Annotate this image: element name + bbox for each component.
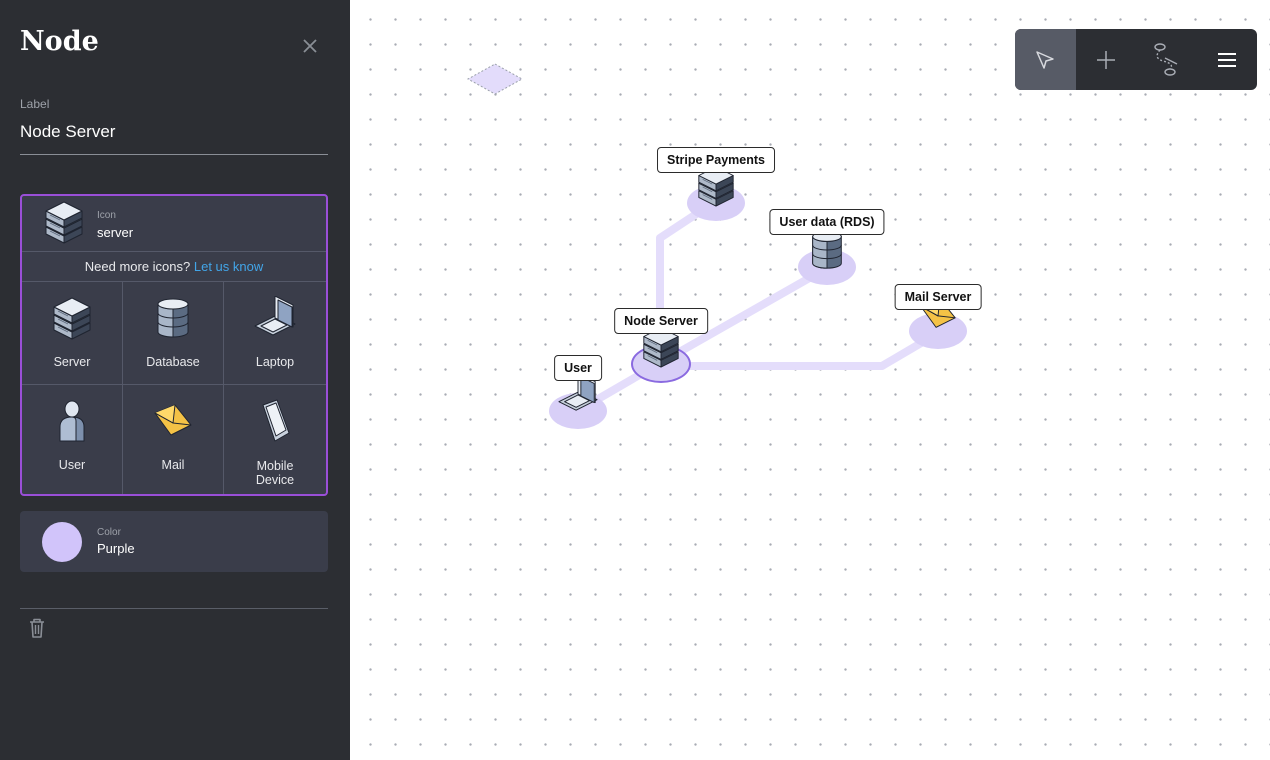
node-inspector-sidebar: Node Label Icon server Need more icons? … xyxy=(0,0,350,760)
hamburger-menu-icon xyxy=(1217,52,1236,67)
icon-value: server xyxy=(97,225,134,240)
icon-option-label: Server xyxy=(53,355,91,369)
icon-option-label: Laptop xyxy=(255,355,295,369)
color-selector[interactable]: Color Purple xyxy=(20,511,328,572)
canvas-toolbar xyxy=(1015,29,1257,90)
color-caption: Color xyxy=(97,527,121,538)
node-label: Mail Server xyxy=(894,284,982,310)
node-label: Stripe Payments xyxy=(657,147,775,173)
divider xyxy=(20,608,328,609)
panel-title: Node xyxy=(20,26,99,57)
edge-layer xyxy=(582,201,937,410)
icon-option-user[interactable]: User xyxy=(22,385,123,494)
label-caption: Label xyxy=(20,97,50,111)
icon-option-label: Database xyxy=(146,355,200,369)
placeholder-node-diamond[interactable] xyxy=(465,62,525,96)
node-label: User data (RDS) xyxy=(769,209,885,235)
color-swatch xyxy=(42,522,82,562)
select-tool[interactable] xyxy=(1015,29,1076,90)
icon-option-mobile-device[interactable]: Mobile Device xyxy=(224,385,326,494)
menu-button[interactable] xyxy=(1197,29,1258,90)
icon-caption: Icon xyxy=(97,210,116,221)
icon-option-label: Mail xyxy=(161,458,185,472)
path-connect-icon xyxy=(1154,42,1178,76)
current-icon-selector[interactable]: Icon server xyxy=(22,196,326,252)
label-input[interactable] xyxy=(20,119,328,155)
icon-picker: Icon server Need more icons? Let us know… xyxy=(20,194,328,496)
icon-option-server[interactable]: Server xyxy=(22,282,123,385)
icon-option-mail[interactable]: Mail xyxy=(123,385,224,494)
user-icon xyxy=(50,399,94,443)
pointer-icon xyxy=(1036,50,1054,69)
trash-icon[interactable] xyxy=(27,617,47,639)
icon-grid: Server Database Laptop User Mail Mobile … xyxy=(22,282,326,494)
mobile-device-icon xyxy=(253,399,297,443)
connect-tool[interactable] xyxy=(1136,29,1197,90)
diagram-canvas[interactable]: Stripe Payments User data (RDS) Mail Ser… xyxy=(350,0,1270,760)
color-value: Purple xyxy=(97,541,135,556)
server-icon xyxy=(42,200,86,244)
node-label: Node Server xyxy=(614,308,708,334)
server-icon xyxy=(50,296,94,340)
laptop-icon xyxy=(253,296,297,340)
more-icons-prompt: Need more icons? Let us know xyxy=(22,252,326,282)
node-label: User xyxy=(554,355,602,381)
add-node-tool[interactable] xyxy=(1076,29,1137,90)
icon-option-label: User xyxy=(58,458,86,472)
mail-icon xyxy=(151,399,195,443)
more-icons-text: Need more icons? xyxy=(84,259,191,274)
icon-option-laptop[interactable]: Laptop xyxy=(224,282,326,385)
edge-node-server-user-data[interactable] xyxy=(656,268,824,367)
let-us-know-link[interactable]: Let us know xyxy=(193,259,264,274)
plus-icon xyxy=(1096,50,1115,69)
close-icon[interactable] xyxy=(298,34,322,58)
icon-option-label: Mobile Device xyxy=(255,459,295,487)
icon-option-database[interactable]: Database xyxy=(123,282,224,385)
database-icon xyxy=(151,296,195,340)
